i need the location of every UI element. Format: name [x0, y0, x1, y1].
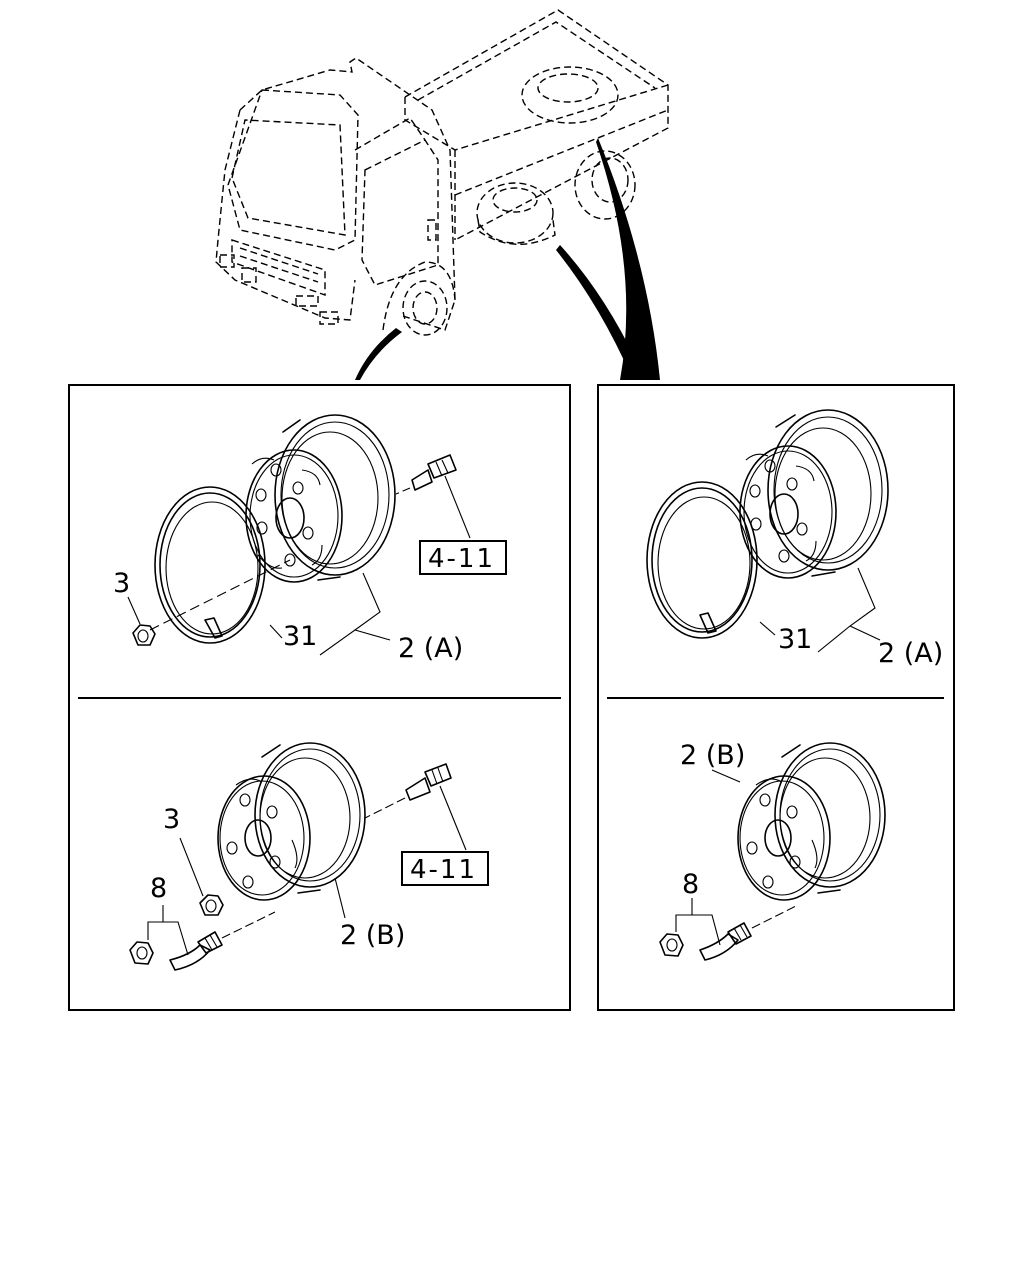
label-wheel-2b-right: 2 (B) — [680, 740, 745, 771]
valve-extension-8-right — [659, 898, 799, 961]
label-wheel-2b: 2 (B) — [340, 920, 405, 951]
ref-box-4-11-top — [419, 540, 507, 575]
label-ref-4-11-top: 4-11 — [428, 544, 495, 574]
right-panel — [597, 384, 955, 1011]
label-ring-31-right: 31 — [778, 624, 812, 655]
label-wheel-2a: 2 (A) — [398, 633, 463, 664]
leader-2a-left-tick — [354, 629, 391, 641]
leader-2b-right — [711, 769, 741, 783]
wheel-2b-right — [737, 742, 886, 901]
hub-nut-3-left — [127, 596, 156, 646]
leader-31-left — [269, 624, 283, 639]
label-wheel-2a-right: 2 (A) — [878, 638, 943, 669]
wheel-2b-left — [217, 742, 467, 901]
truck-illustration — [215, 9, 669, 380]
label-nut-3: 3 — [113, 568, 130, 599]
ref-box-4-11-bottom — [401, 851, 489, 886]
valve-extension-8-left — [129, 905, 276, 971]
wheel-2a-left — [245, 414, 471, 583]
leader-2a-right — [817, 567, 876, 653]
label-valve-8-right: 8 — [682, 869, 699, 900]
leader-2a-right-tick — [849, 625, 881, 641]
hub-nut-3-bottom-left — [179, 837, 224, 916]
left-panel — [68, 384, 571, 1011]
label-nut-3-bottom: 3 — [163, 804, 180, 835]
leader-31-right — [759, 621, 776, 636]
label-valve-8: 8 — [150, 873, 167, 904]
label-ref-4-11-bottom: 4-11 — [410, 855, 477, 885]
wheel-2a-right — [739, 409, 889, 579]
ring-31-right — [646, 481, 758, 639]
ring-31-left — [149, 486, 291, 644]
leader-2b-left — [334, 877, 346, 919]
leader-2a-left — [319, 572, 381, 656]
label-ring-31: 31 — [283, 621, 317, 652]
